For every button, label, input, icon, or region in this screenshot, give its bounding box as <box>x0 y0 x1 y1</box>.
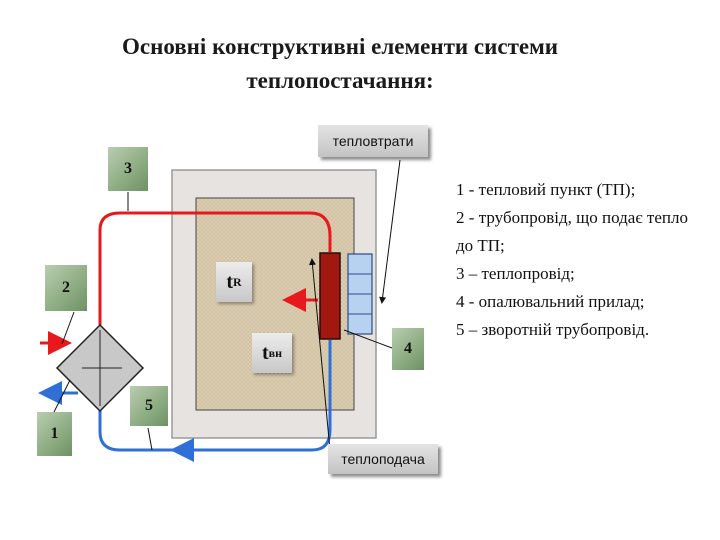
pointer-1 <box>53 379 71 413</box>
legend-item-3: 3 – теплопровід; <box>456 264 575 283</box>
title-line-2: теплопостачання: <box>246 68 434 93</box>
heat-loss-pointer <box>379 159 401 304</box>
heat-supply-label: теплоподача <box>328 444 438 474</box>
label-1: 1 <box>37 412 72 456</box>
supply-pipe <box>98 211 332 325</box>
heater-icon <box>319 252 341 340</box>
legend-item-2: 2 - трубопровід, що подає тепло до ТП; <box>456 208 688 255</box>
label-4: 4 <box>392 328 424 370</box>
label-2: 2 <box>45 265 87 311</box>
temperature-r-symbol: t <box>226 270 233 293</box>
label-5: 5 <box>130 386 168 426</box>
label-3: 3 <box>108 147 148 191</box>
temperature-r-subscript: R <box>233 274 242 289</box>
pointer-4 <box>343 329 393 349</box>
legend: 1 - тепловий пункт (ТП); 2 - трубопровід… <box>456 176 688 344</box>
legend-item-1: 1 - тепловий пункт (ТП); <box>456 180 636 199</box>
pointer-2 <box>61 311 75 345</box>
legend-item-5: 5 – зворотній трубопровід. <box>456 320 650 339</box>
temperature-indoor-subscript: вн <box>268 345 283 360</box>
page-title: Основні конструктивні елементи системи т… <box>60 30 620 98</box>
heat-supply-pointer <box>308 258 331 451</box>
heat-loss-label: тепловтрати <box>318 125 428 157</box>
title-line-1: Основні конструктивні елементи системи <box>121 34 559 59</box>
heat-exchanger-icon <box>55 323 145 413</box>
temperature-indoor-symbol: t <box>261 341 269 364</box>
legend-item-4: 4 - опалювальний прилад; <box>456 292 645 311</box>
pointer-5 <box>147 427 153 451</box>
window-icon <box>347 253 373 335</box>
